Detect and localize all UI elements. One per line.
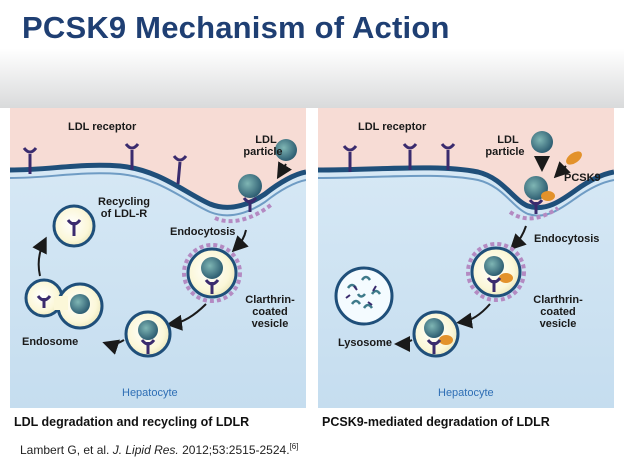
citation-journal: J. Lipid Res. — [112, 443, 179, 457]
arrow-icon — [166, 303, 207, 331]
cell-membrane-inner — [10, 172, 306, 217]
receptor-icon — [426, 339, 442, 354]
receptor-icon — [66, 219, 82, 236]
cytoplasm — [318, 167, 614, 408]
receptor-icon — [204, 279, 220, 294]
ldl-particle-icon — [531, 131, 553, 153]
left-panel: LDL receptor LDL particle Recycling of L… — [10, 108, 306, 408]
endosome-label: Endosome — [22, 336, 79, 348]
ldl-particle-icon — [424, 318, 444, 338]
endocytosis-label: Endocytosis — [534, 233, 600, 245]
pcsk9-icon — [499, 273, 513, 283]
cell-membrane — [318, 165, 614, 210]
arrow-icon — [509, 225, 527, 251]
left-panel-diagram — [10, 108, 306, 408]
recycling-label-2: of LDL-R — [100, 208, 148, 220]
pcsk9-icon — [439, 335, 453, 345]
ldl-receptor-label: LDL receptor — [68, 121, 137, 133]
vesicle-label-2: coated — [540, 306, 576, 318]
clathrin-coat-icon — [466, 242, 526, 302]
ldl-particle-label-2: particle — [243, 146, 283, 158]
arrow-icon — [553, 161, 571, 179]
vesicle-label-1: Clarthrin- — [533, 294, 583, 306]
vesicle-label-3: vesicle — [539, 318, 577, 330]
clathrin-coat-icon — [214, 202, 274, 224]
ldl-receptor-2 — [124, 143, 140, 170]
ldl-particle-label-1: LDL — [497, 134, 519, 146]
clathrin-coat-icon — [508, 206, 560, 221]
hepatocyte-label: Hepatocyte — [438, 387, 494, 399]
bound-ldl-particle-icon — [238, 174, 262, 198]
vesicle-label-2: coated — [252, 306, 288, 318]
arrow-icon — [102, 339, 125, 355]
citation-details: 2012;53:2515-2524. — [182, 443, 290, 457]
header-band — [0, 0, 624, 108]
arrow-icon — [32, 236, 47, 277]
cell-membrane-inner — [318, 174, 614, 217]
ldl-particle-label-1: LDL — [255, 134, 277, 146]
endosome-icon — [24, 278, 104, 330]
recycling-label-1: Recycling — [98, 196, 150, 208]
bound-receptor-icon — [242, 197, 258, 212]
ldl-particle-icon — [275, 139, 297, 161]
ldl-receptor-1 — [342, 145, 358, 172]
right-panel: LDL receptor LDL particle PCSK9 Endocyto… — [318, 108, 614, 408]
ldl-particle-icon — [138, 320, 158, 340]
ldl-receptor-2 — [402, 143, 418, 170]
ldl-receptor-3 — [440, 143, 456, 170]
arrow-icon — [394, 335, 413, 352]
arrow-icon — [276, 161, 293, 180]
page-title: PCSK9 Mechanism of Action — [22, 10, 450, 45]
vesicle-label-3: vesicle — [251, 318, 289, 330]
ldl-receptor-label: LDL receptor — [358, 121, 427, 133]
receptor-icon — [486, 277, 502, 292]
right-panel-diagram — [318, 108, 614, 408]
lysosome-icon — [334, 266, 394, 326]
arrow-icon — [231, 229, 249, 253]
ldl-receptor-1 — [22, 147, 38, 174]
ldl-particle-icon — [201, 257, 223, 279]
cell-membrane — [10, 162, 306, 210]
ldl-receptor-3 — [172, 155, 188, 185]
clathrin-coat-icon — [182, 243, 242, 303]
hepatocyte-label: Hepatocyte — [122, 387, 178, 399]
ldl-particle-icon — [484, 256, 504, 276]
pcsk9-icon — [541, 191, 555, 201]
ldl-particle-label-2: particle — [485, 146, 525, 158]
lysosome-label: Lysosome — [338, 337, 393, 349]
citation-ref: [6] — [289, 442, 299, 451]
citation: Lambert G, et al. J. Lipid Res. 2012;53:… — [20, 442, 298, 457]
right-caption: PCSK9-mediated degradation of LDLR — [322, 415, 550, 429]
vesicle-label-1: Clarthrin- — [245, 294, 295, 306]
receptor-icon — [140, 339, 156, 354]
arrow-icon — [456, 303, 491, 329]
bound-receptor-icon — [528, 199, 544, 214]
left-caption: LDL degradation and recycling of LDLR — [14, 415, 250, 429]
endocytosis-label: Endocytosis — [170, 226, 236, 238]
pcsk9-label: PCSK9 — [564, 172, 601, 184]
citation-authors: Lambert G, et al. — [20, 443, 110, 457]
